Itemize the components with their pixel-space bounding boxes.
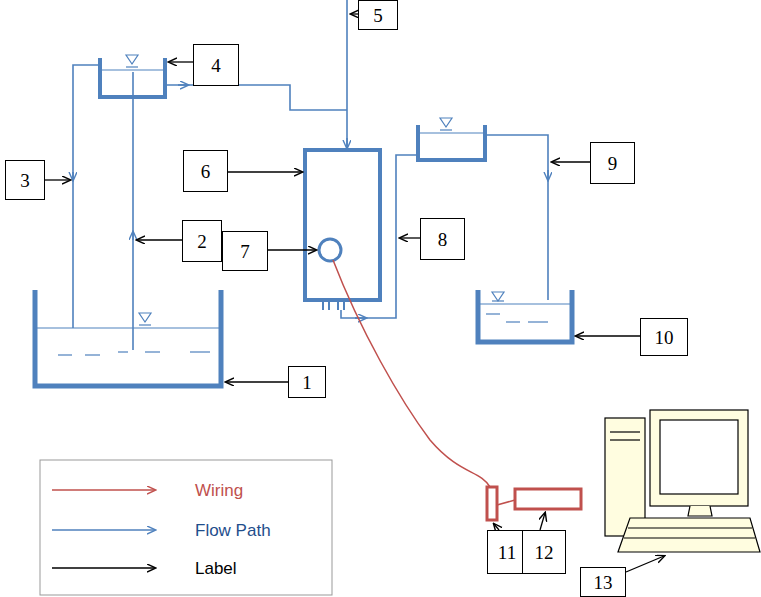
callout-number: 13 [594, 573, 613, 592]
callout-box: 12 [522, 530, 566, 574]
callout-box: 4 [193, 44, 239, 86]
legend-text: Wiring [195, 482, 243, 499]
weir-tank [418, 118, 485, 160]
callout-number: 11 [498, 543, 516, 562]
callout-box: 10 [640, 318, 688, 356]
legend-box [40, 460, 332, 595]
sensor-wiring [333, 260, 581, 520]
callout-number: 4 [211, 56, 221, 75]
callout-number: 8 [438, 230, 448, 249]
callout-box: 13 [580, 567, 626, 597]
callout-number: 2 [197, 232, 207, 251]
legend-text: Flow Path [195, 522, 271, 539]
computer [605, 410, 760, 552]
callout-box: 6 [183, 150, 228, 192]
callout-number: 9 [608, 154, 618, 173]
callout-box: 8 [420, 218, 465, 260]
collection-tank [478, 290, 572, 342]
sump-tank [35, 290, 221, 386]
callout-box: 5 [358, 0, 398, 30]
pipe-9 [485, 135, 548, 300]
callout-number: 3 [20, 171, 30, 190]
callout-box: 2 [182, 220, 222, 262]
callout-box: 9 [590, 142, 635, 184]
callout-number: 6 [201, 162, 211, 181]
test-vessel [305, 150, 380, 310]
callout-number: 7 [240, 242, 250, 261]
legend-text: Label [195, 560, 237, 577]
callout-box: 7 [222, 231, 268, 271]
callout-box: 11 [487, 530, 527, 574]
callout-number: 1 [302, 373, 312, 392]
outlet-pipe [341, 155, 418, 318]
callout-box: 3 [5, 160, 45, 200]
callout-number: 5 [373, 6, 383, 25]
callout-box: 1 [288, 366, 326, 398]
callout-number: 12 [535, 543, 554, 562]
callout-number: 10 [655, 328, 674, 347]
